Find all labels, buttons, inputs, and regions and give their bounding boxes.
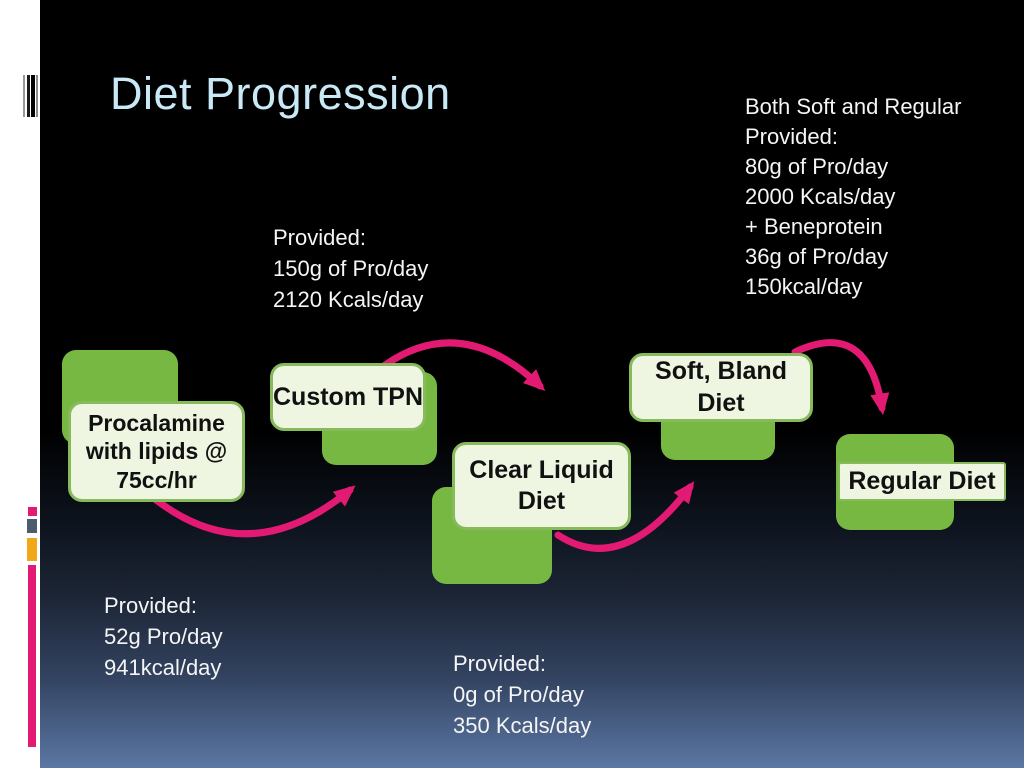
- annotation-soft-regular-provided: Both Soft and Regular Provided: 80g of P…: [745, 94, 962, 299]
- node-clear-liquid: Clear Liquid Diet: [452, 442, 631, 530]
- arrow-procalamine-to-tpn: [146, 485, 356, 538]
- barcode-icon: [23, 75, 40, 117]
- node-soft-bland: Soft, Bland Diet: [629, 353, 813, 422]
- annotation-clear-liquid-provided: Provided: 0g of Pro/day 350 Kcals/day: [453, 651, 592, 738]
- orange-rect-icon: [27, 538, 37, 561]
- arrow-soft-bland-to-regular: [791, 339, 890, 416]
- pink-bar-icon: [28, 565, 36, 747]
- arrow-clear-liquid-to-soft-bland: [554, 481, 695, 552]
- node-procalamine: Procalamine with lipids @ 75cc/hr: [68, 401, 245, 502]
- node-regular-diet: Regular Diet: [838, 462, 1006, 501]
- arrow-tpn-to-clear-liquid: [381, 339, 546, 391]
- annotation-custom-tpn-provided: Provided: 150g of Pro/day 2120 Kcals/day: [273, 225, 429, 312]
- slate-square-icon: [27, 519, 37, 533]
- node-custom-tpn: Custom TPN: [270, 363, 426, 431]
- annotation-procalamine-provided: Provided: 52g Pro/day 941kcal/day: [104, 593, 223, 680]
- slide-title: Diet Progression: [110, 68, 451, 119]
- pink-square-icon: [28, 507, 37, 516]
